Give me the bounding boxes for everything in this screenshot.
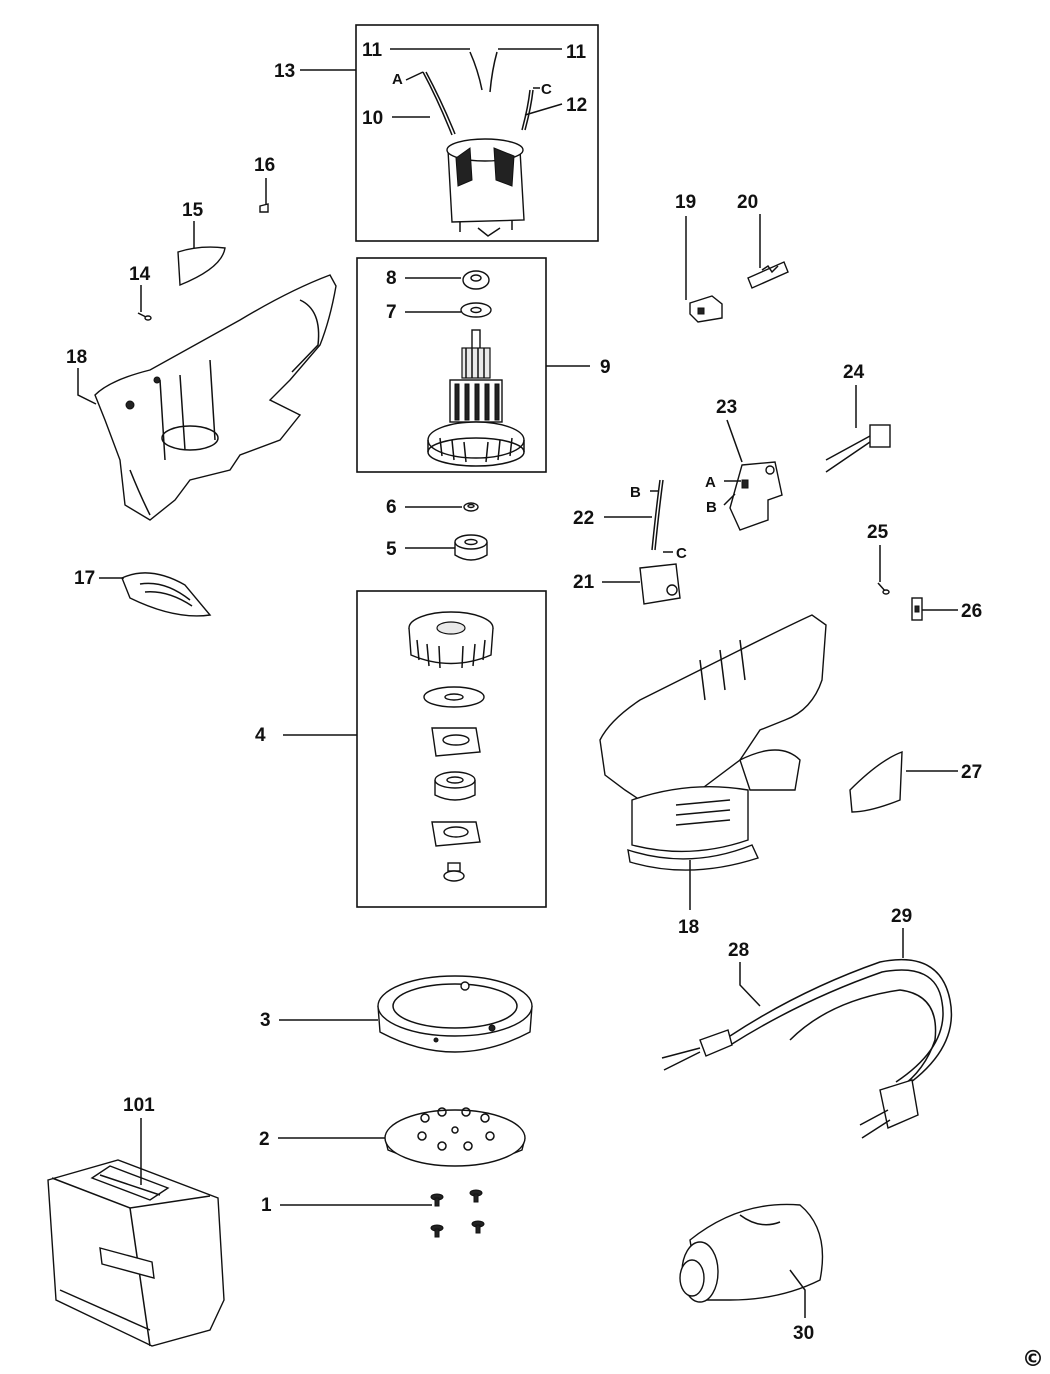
callout-6: 6 bbox=[386, 497, 397, 518]
washer-6-drawing bbox=[463, 502, 479, 512]
dust-bag-drawing bbox=[679, 1203, 824, 1303]
wire-label-c-switch: C bbox=[676, 545, 687, 562]
callout-20: 20 bbox=[737, 192, 758, 213]
callout-14: 14 bbox=[129, 264, 151, 285]
callout-16: 16 bbox=[254, 155, 275, 176]
sanding-pad-2-drawing bbox=[384, 1107, 526, 1167]
sander-body-drawing bbox=[599, 614, 827, 871]
callout-1: 1 bbox=[261, 1195, 272, 1216]
power-cord-drawing bbox=[661, 958, 953, 1139]
brush-20-drawing bbox=[747, 261, 789, 289]
clip-26-drawing bbox=[911, 597, 923, 621]
pad-17-drawing bbox=[121, 572, 212, 617]
cover-15-drawing bbox=[177, 246, 226, 287]
callout-9: 9 bbox=[600, 357, 611, 378]
callout-5: 5 bbox=[386, 539, 397, 560]
callout-21: 21 bbox=[573, 572, 595, 593]
screw-14-drawing bbox=[137, 312, 152, 321]
callout-101: 101 bbox=[123, 1095, 155, 1116]
housing-half-drawing bbox=[94, 274, 337, 521]
wire-label-b: B bbox=[630, 484, 641, 501]
switch-23-drawing bbox=[729, 461, 783, 531]
copyright-mark: © bbox=[1022, 1347, 1044, 1372]
base-plate-3-drawing bbox=[377, 975, 533, 1053]
callout-23: 23 bbox=[716, 397, 737, 418]
switch-21-drawing bbox=[639, 563, 681, 605]
wire-22-drawing bbox=[651, 479, 664, 551]
callout-11-left: 11 bbox=[362, 40, 383, 61]
callout-18-housing: 18 bbox=[66, 347, 87, 368]
wire-label-b-switch: B bbox=[706, 499, 717, 516]
screw-16-drawing bbox=[259, 203, 269, 213]
carry-case-drawing bbox=[47, 1159, 225, 1347]
callout-13: 13 bbox=[274, 61, 295, 82]
callout-30: 30 bbox=[793, 1323, 814, 1344]
leader-lines bbox=[77, 48, 958, 1318]
callout-29: 29 bbox=[891, 906, 912, 927]
callout-2: 2 bbox=[259, 1129, 270, 1150]
callout-7: 7 bbox=[386, 302, 397, 323]
bearing-group-box bbox=[356, 590, 547, 908]
brush-holder-19-drawing bbox=[689, 295, 723, 323]
screw-25-drawing bbox=[877, 582, 890, 595]
callout-17: 17 bbox=[74, 568, 95, 589]
bearing-5-drawing bbox=[454, 534, 488, 561]
callout-24: 24 bbox=[843, 362, 865, 383]
callout-12: 12 bbox=[566, 95, 587, 116]
stator-drawing bbox=[422, 51, 534, 237]
armature-group-box bbox=[356, 257, 547, 473]
capacitor-24-drawing bbox=[825, 424, 891, 473]
callout-15: 15 bbox=[182, 200, 204, 221]
wire-label-c-top: C bbox=[541, 81, 552, 98]
stator-group-box bbox=[355, 24, 599, 242]
wire-letter-labels: A C B C A B bbox=[392, 71, 717, 562]
callout-22: 22 bbox=[573, 508, 594, 529]
callout-3: 3 bbox=[260, 1010, 271, 1031]
callout-8: 8 bbox=[386, 268, 397, 289]
callout-10: 10 bbox=[362, 108, 383, 129]
callout-28: 28 bbox=[728, 940, 749, 961]
callout-11-right: 11 bbox=[566, 42, 587, 63]
callout-19: 19 bbox=[675, 192, 696, 213]
fan-stack-drawing bbox=[408, 611, 494, 882]
screws-1-drawing bbox=[430, 1189, 485, 1238]
callout-26: 26 bbox=[961, 601, 982, 622]
callout-25: 25 bbox=[867, 522, 889, 543]
callout-labels: 13 11 11 10 12 16 15 14 18 8 7 9 6 5 17 … bbox=[66, 40, 982, 1344]
callout-4: 4 bbox=[255, 725, 266, 746]
armature-drawing bbox=[427, 270, 525, 467]
wire-label-a-switch: A bbox=[705, 474, 716, 491]
callout-27: 27 bbox=[961, 762, 982, 783]
wire-label-a-top: A bbox=[392, 71, 403, 88]
callout-18-body: 18 bbox=[678, 917, 699, 938]
plate-27-drawing bbox=[849, 750, 903, 813]
